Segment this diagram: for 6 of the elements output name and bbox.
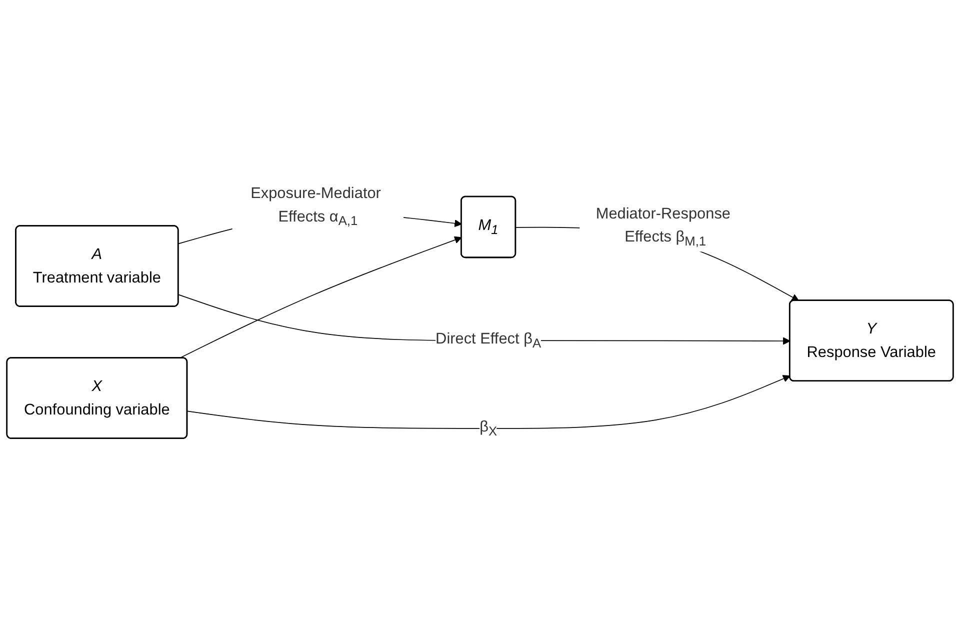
edge-label: Direct Effect β$_{A}$ xyxy=(436,329,542,351)
arrow xyxy=(179,236,462,358)
edge-label: β$_{X}$ xyxy=(480,417,498,438)
edge-label: Exposure-Mediator Effects α$_{A,1}$ xyxy=(250,184,381,228)
edge-label: Mediator-Response Effects β$_{M,1}$ xyxy=(596,204,730,249)
arrow xyxy=(186,374,790,429)
